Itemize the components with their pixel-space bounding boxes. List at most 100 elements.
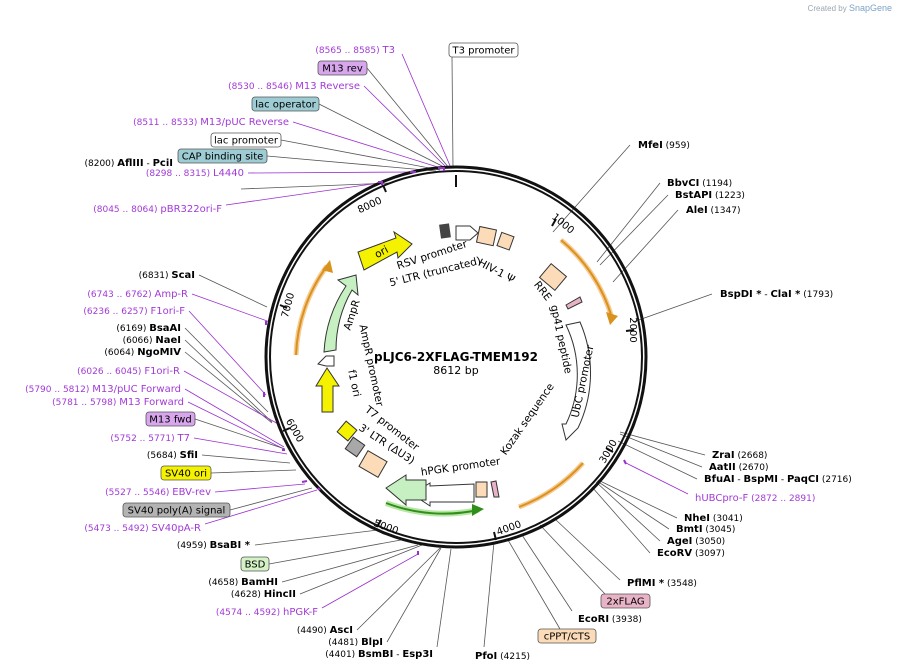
feature-box-text: M13 fwd [149, 415, 191, 426]
feature-box-bg [240, 556, 270, 572]
8200-afliii-pcii-label: (8200) AflIII - PciI [84, 158, 173, 169]
label-part: BamHI [241, 577, 278, 588]
label-part: F1ori-R [144, 366, 180, 377]
primer-leader [188, 310, 267, 396]
feature-box-bg [210, 132, 282, 148]
label-part: (3548) [664, 579, 697, 589]
ecori-3938-label: EcoRI (3938) [578, 614, 642, 625]
enzyme-leader [596, 182, 661, 263]
feature-box-lac-promoter: lac promoter [210, 132, 282, 148]
label-part: BstAPI [675, 190, 712, 201]
feature-box-text: lac operator [255, 100, 316, 111]
pflmi-3548-label: PflMI * (3548) [627, 578, 697, 589]
label-part: (4628) [231, 590, 264, 600]
orange-arc-3 [293, 264, 330, 356]
enzyme-leader [184, 339, 273, 423]
alei-1347-label: AleI (1347) [686, 205, 740, 216]
feature-box-2xflag: 2xFLAG [600, 593, 651, 609]
feature-box-t3-promoter: T3 promoter [448, 42, 519, 58]
primer-leader [193, 437, 288, 455]
label-part: M13 Reverse [295, 81, 360, 92]
enzyme-leader [299, 544, 423, 595]
nhei-3041-label: NheI (3041) [684, 513, 743, 524]
label-part: (2668) [735, 451, 768, 461]
label-part: (6743 .. 6762) [87, 290, 154, 300]
ampr-promoter-arrow [317, 355, 335, 367]
label-part: BsmBI [358, 649, 393, 660]
5527-5546-ebv-rev-label: (5527 .. 5546) EBV-rev [105, 487, 211, 498]
backbone-outer [264, 165, 648, 549]
enzyme-leader [555, 519, 621, 581]
label-part: (1347) [708, 206, 741, 216]
enzyme-leader [597, 479, 678, 519]
label-part: (2872 .. 2891) [748, 494, 815, 504]
8565-8585-t3-label: (8565 .. 8585) T3 [315, 45, 395, 56]
leader-lines [183, 53, 713, 648]
3ltr-box [358, 450, 388, 478]
label-part: (1194) [699, 179, 732, 189]
hiv-psi-box [475, 225, 498, 247]
gp41-peptide-mark [565, 296, 583, 310]
inner-label-gp41-peptide: gp41 peptide [548, 304, 574, 375]
label-part: - [144, 159, 153, 169]
label-part: (4490) [297, 626, 330, 636]
enzyme-leader [386, 547, 442, 643]
5790-5812-m13-puc-forward-label: (5790 .. 5812) M13/pUC Forward [25, 384, 181, 395]
label-part: (4401) [325, 650, 358, 660]
label-part: NgoMIV [137, 347, 181, 358]
label-part: (8298 .. 8315) [146, 169, 213, 179]
bspdi-clai-1793-label: BspDI * - ClaI * (1793) [720, 289, 833, 300]
label-part: (8565 .. 8585) [315, 46, 382, 56]
label-part: hUBCpro-F [695, 493, 748, 504]
label-part: (3097) [692, 549, 725, 559]
label-part: Esp3I [402, 649, 433, 660]
feature-box-bg [448, 42, 519, 58]
4481-blpi-label: (4481) BlpI [328, 637, 383, 648]
label-part: NheI [684, 513, 710, 524]
label-part: - [735, 475, 744, 485]
label-part: BfuAI [704, 474, 735, 485]
ori-arrow [357, 230, 413, 271]
feature-leader [210, 469, 297, 474]
label-part: (1223) [712, 191, 745, 201]
enzyme-leader [198, 274, 268, 308]
label-part: (8045 .. 8064) [93, 205, 160, 215]
label-part: HincII [264, 589, 296, 600]
feature-box-bg [177, 148, 268, 164]
backbone-inner [269, 170, 643, 544]
ecorv-3097-label: EcoRV (3097) [657, 548, 725, 559]
6169-bsaai-label: (6169) BsaAI [116, 323, 181, 334]
label-part: PaqCI [787, 474, 819, 485]
orange-arc-head-3 [322, 260, 333, 273]
label-part: - [393, 650, 402, 660]
mfei-959-label: MfeI (959) [638, 140, 690, 151]
label-part: EcoRV [657, 548, 692, 559]
primer-leader [183, 370, 281, 426]
feature-box-bsd: BSD [240, 556, 270, 572]
label-part: BlpI [361, 637, 383, 648]
label-part: EcoRI [578, 614, 609, 625]
label-part: (2716) [819, 475, 852, 485]
inner-label-kozak-sequence: Kozak sequence [498, 381, 556, 457]
feature-box-lac-operator: lac operator [251, 96, 320, 112]
primer-leader [214, 483, 306, 493]
primer-leader [191, 293, 271, 323]
label-part: ZraI [712, 450, 735, 461]
primer-leader [321, 553, 419, 609]
label-part: (2670) [736, 463, 769, 473]
label-part: (8200) [84, 159, 117, 169]
5ltr-small-bars [439, 223, 451, 239]
feature-box-text: CAP binding site [182, 152, 264, 163]
label-part: (4481) [328, 638, 361, 648]
enzyme-leader [591, 486, 651, 554]
tick-label-7000: 7000 [280, 292, 297, 319]
label-part: ClaI * [770, 289, 801, 300]
label-part: BspDI * [720, 289, 762, 300]
primer-marks [263, 167, 627, 555]
ubc-promoter-arrow [561, 321, 591, 441]
feature-labels: MfeI (959) BbvCI (1194)BstAPI (1223) AleI … [25, 42, 852, 662]
feature-box-cap-binding-site: CAP binding site [177, 148, 268, 164]
label-part: BbvCI [667, 178, 699, 189]
label-part: (6169) [116, 324, 149, 334]
6066-naei-label: (6066) NaeI [123, 335, 181, 346]
